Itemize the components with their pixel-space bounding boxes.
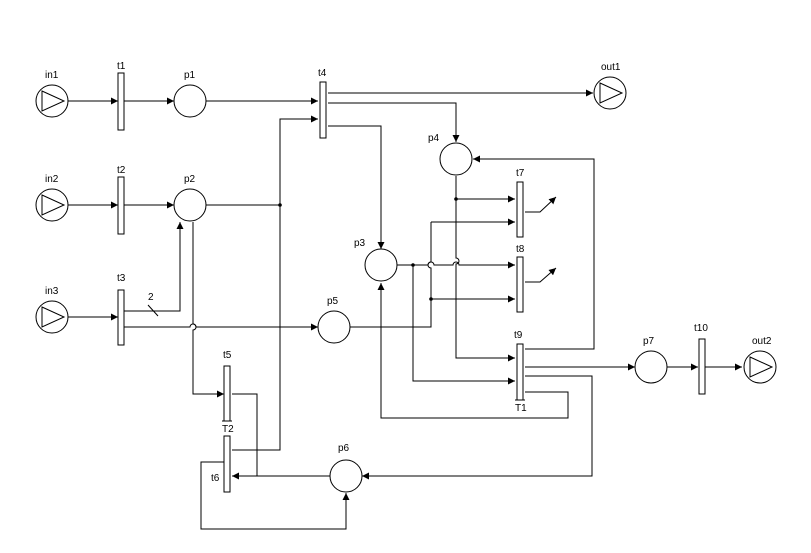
place-p2: [173, 188, 207, 222]
place-p4: [439, 142, 473, 176]
arc-p4-t9: [455, 176, 515, 362]
transition-t6: [223, 435, 231, 493]
label-out1: out1: [601, 62, 621, 73]
label-p1: p1: [184, 70, 196, 81]
transition-t3: [117, 289, 125, 346]
label-p6: p6: [338, 443, 350, 454]
transition-t4: [319, 81, 327, 139]
transition-t10: [698, 338, 706, 395]
label-t2: t2: [117, 165, 126, 176]
transition-t2: [117, 176, 125, 235]
label-p7: p7: [643, 336, 655, 347]
arc-t9-p3: [377, 283, 569, 419]
output-out2: [743, 350, 777, 384]
arc-p5-up: [413, 222, 432, 328]
place-p1: [173, 84, 207, 118]
output-out1: [593, 76, 627, 110]
place-p7: [634, 350, 668, 384]
places: [173, 84, 668, 493]
arc-t3-p2: [124, 222, 184, 312]
input-in1: [35, 84, 69, 118]
label-p4: p4: [428, 133, 440, 144]
label-t6: t6: [211, 473, 220, 484]
label-p5: p5: [327, 296, 339, 307]
arc-t6-junction: [232, 205, 281, 451]
label-t3: t3: [117, 273, 126, 284]
label-in2: in2: [45, 174, 59, 185]
label-p3: p3: [354, 238, 366, 249]
arc-p3-t9: [412, 265, 515, 385]
transition-t8: [516, 256, 524, 313]
label-t10: t10: [694, 323, 708, 334]
transitions: [117, 72, 706, 493]
arc-t4-p3: [328, 125, 385, 249]
io-nodes: [35, 76, 777, 384]
label-t4: t4: [318, 68, 327, 79]
labels: in1 in2 in3 t1 t2 t3 p1 p2 2 t4 out1 p4 …: [45, 61, 772, 484]
arc-t9-p6: [362, 375, 593, 480]
label-timer-t5: T2: [222, 424, 234, 435]
arc-t6-p6-loop: [200, 461, 350, 530]
arc-t9-p4: [473, 155, 595, 350]
arc-t7-out: [525, 196, 557, 213]
label-t1: t1: [117, 61, 126, 72]
arc-junction-t4: [279, 115, 318, 205]
place-p6: [329, 459, 363, 493]
transition-t1: [117, 72, 125, 131]
arc-t3-p5: [124, 323, 318, 331]
input-in3: [35, 300, 69, 334]
label-t8: t8: [516, 244, 525, 255]
transition-t7: [516, 181, 524, 238]
label-in1: in1: [45, 70, 59, 81]
place-p5: [317, 310, 351, 344]
arc-p2-t5: [192, 222, 224, 398]
arc-t5-t6: [232, 393, 258, 476]
label-t9: t9: [514, 330, 523, 341]
label-out2: out2: [752, 336, 772, 347]
label-t5: t5: [223, 350, 232, 361]
input-in2: [35, 188, 69, 222]
arc-t4-p4: [328, 102, 460, 142]
label-t7: t7: [516, 168, 525, 179]
transition-t9: [516, 343, 524, 401]
label-weight: 2: [148, 292, 154, 303]
place-p3: [364, 248, 398, 282]
label-in3: in3: [45, 286, 59, 297]
arc-weight-tick: [147, 304, 159, 317]
label-p2: p2: [184, 174, 196, 185]
arcs: [68, 89, 742, 530]
transition-t5: [223, 365, 231, 422]
label-timer-t9: T1: [515, 403, 527, 414]
arc-t8-out: [525, 267, 557, 283]
